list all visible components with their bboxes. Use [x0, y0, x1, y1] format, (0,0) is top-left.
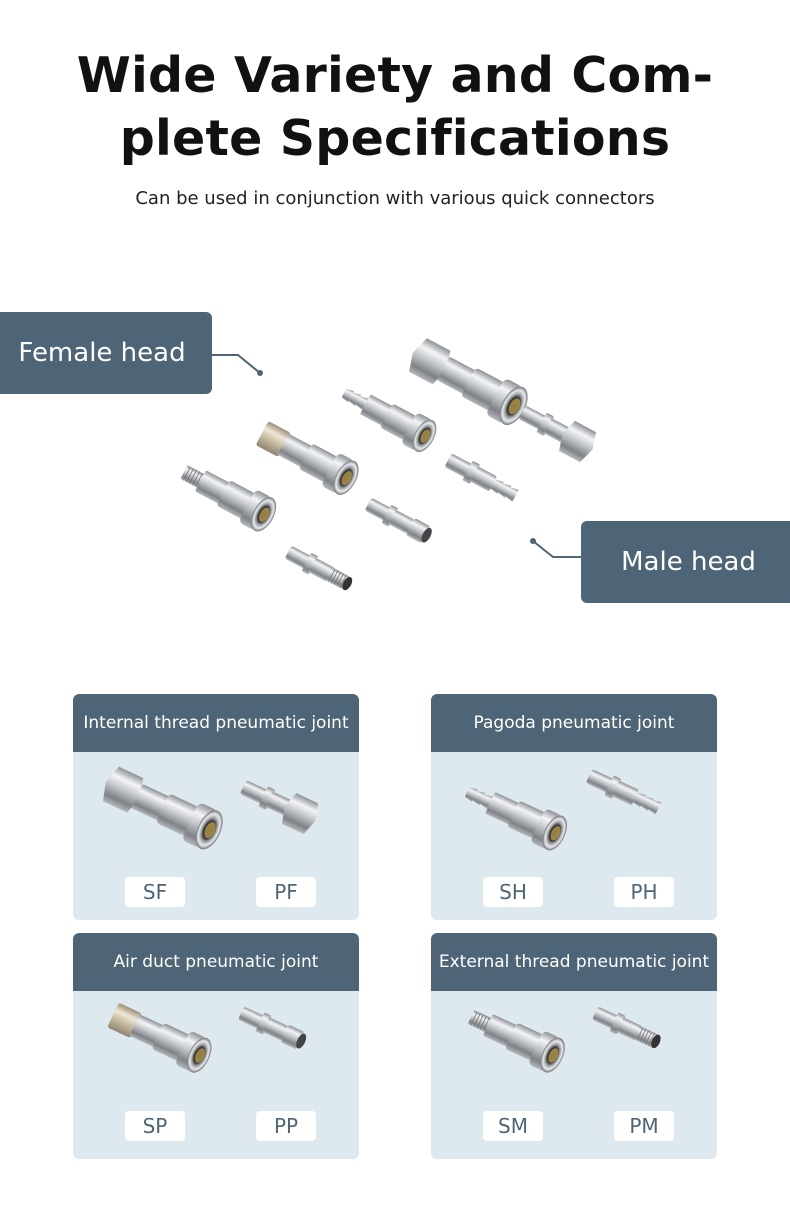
page-subtitle: Can be used in conjunction with various … [135, 188, 655, 209]
label-leader-lines [212, 354, 581, 558]
card-air-duct: Air duct pneumatic joint SP PP [73, 933, 359, 1159]
code-pp: PP [256, 1111, 316, 1141]
fittings-cluster-illustration [179, 335, 601, 591]
plug-pp-image [363, 494, 432, 543]
code-pf: PF [256, 877, 316, 907]
page-title-line-1: Wide Variety and Com- [76, 47, 714, 104]
female-head-label: Female head [0, 312, 212, 394]
page-title: Wide Variety and Com- plete Specificatio… [0, 44, 790, 170]
card-internal-thread: Internal thread pneumatic joint SF PF [73, 694, 359, 920]
card-internal-thread-image [97, 764, 323, 854]
card-external-thread-image [467, 1003, 661, 1077]
male-head-label: Male head [581, 521, 790, 603]
socket-sp-image [256, 421, 364, 499]
card-pagoda: Pagoda pneumatic joint SH PH [431, 694, 717, 920]
card-external-thread: External thread pneumatic joint SM PM [431, 933, 717, 1159]
card-air-duct-image [108, 1003, 307, 1077]
male-head-label-text: Male head [621, 547, 756, 577]
card-title: Air duct pneumatic joint [73, 933, 359, 991]
female-head-label-text: Female head [18, 338, 186, 368]
code-ph: PH [614, 877, 674, 907]
card-title: Pagoda pneumatic joint [431, 694, 717, 752]
code-pm: PM [614, 1111, 674, 1141]
code-sm: SM [483, 1111, 543, 1141]
code-sf: SF [125, 877, 185, 907]
plug-pm-image [283, 542, 353, 591]
code-sp: SP [125, 1111, 185, 1141]
card-pagoda-image [464, 765, 662, 855]
code-sh: SH [483, 877, 543, 907]
card-title: Internal thread pneumatic joint [73, 694, 359, 752]
page-title-line-2: plete Specifications [119, 110, 671, 167]
card-title: External thread pneumatic joint [431, 933, 717, 991]
